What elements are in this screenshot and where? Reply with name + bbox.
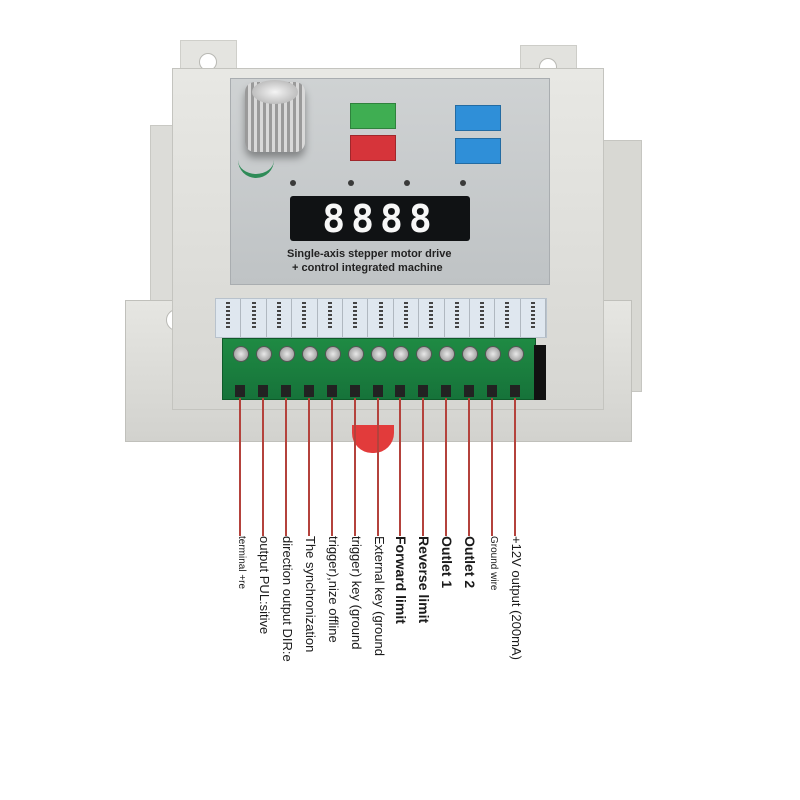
terminal-screw[interactable] bbox=[256, 346, 272, 362]
terminal-label: Ground wire bbox=[488, 536, 499, 591]
terminal-label: Outlet 1 bbox=[439, 536, 455, 589]
terminal-label: output PUL:sitive bbox=[257, 536, 272, 635]
terminal-slot-marking bbox=[251, 302, 256, 330]
terminal-slot-marking bbox=[226, 302, 231, 330]
terminal-screw[interactable] bbox=[348, 346, 364, 362]
terminal-pin bbox=[418, 385, 428, 397]
status-led bbox=[404, 180, 410, 186]
terminal-slot bbox=[241, 299, 267, 337]
terminal-slot bbox=[267, 299, 293, 337]
wire-lead bbox=[468, 398, 470, 536]
terminal-block-end-cap bbox=[534, 345, 546, 400]
wire-lead bbox=[514, 398, 516, 536]
wire-lead bbox=[377, 398, 379, 536]
wire-lead bbox=[239, 398, 241, 536]
red-indicator-tab bbox=[352, 425, 394, 453]
terminal-label: trigger),nize offline bbox=[326, 536, 341, 643]
wire-lead bbox=[491, 398, 493, 536]
terminal-slot bbox=[470, 299, 496, 337]
wire-lead bbox=[399, 398, 401, 536]
terminal-screw[interactable] bbox=[325, 346, 341, 362]
terminal-slot bbox=[445, 299, 470, 337]
seven-segment-display: 8888 bbox=[290, 196, 470, 241]
status-led bbox=[290, 180, 296, 186]
terminal-pin bbox=[510, 385, 520, 397]
wire-lead bbox=[262, 398, 264, 536]
terminal-slot bbox=[521, 299, 547, 337]
wire-lead bbox=[285, 398, 287, 536]
terminal-pin bbox=[487, 385, 497, 397]
terminal-label: Outlet 2 bbox=[462, 536, 478, 589]
wire-lead bbox=[331, 398, 333, 536]
terminal-slot-marking bbox=[353, 302, 358, 330]
terminal-pin bbox=[281, 385, 291, 397]
terminal-label: Reverse limit bbox=[416, 536, 432, 624]
terminal-pin bbox=[350, 385, 360, 397]
terminal-slot-marking bbox=[276, 302, 281, 330]
terminal-slot-marking bbox=[480, 302, 485, 330]
rotation-arrow-icon bbox=[238, 150, 274, 178]
terminal-slot bbox=[343, 299, 369, 337]
terminal-screw[interactable] bbox=[393, 346, 409, 362]
terminal-pin bbox=[258, 385, 268, 397]
wire-lead bbox=[445, 398, 447, 536]
terminal-slot-marking bbox=[429, 302, 434, 330]
terminal-pin bbox=[395, 385, 405, 397]
terminal-slot-marking bbox=[403, 302, 408, 330]
terminal-screw[interactable] bbox=[439, 346, 455, 362]
terminal-pin bbox=[373, 385, 383, 397]
knob-cap bbox=[252, 80, 298, 104]
red-button[interactable] bbox=[350, 135, 396, 161]
terminal-screw[interactable] bbox=[302, 346, 318, 362]
blue-button-dir[interactable] bbox=[455, 105, 501, 131]
terminal-screw[interactable] bbox=[485, 346, 501, 362]
terminal-pin bbox=[235, 385, 245, 397]
terminal-slot-marking bbox=[454, 302, 459, 330]
terminal-slot-marking bbox=[302, 302, 307, 330]
terminal-slot bbox=[419, 299, 445, 337]
wire-lead bbox=[308, 398, 310, 536]
terminal-slot bbox=[292, 299, 318, 337]
terminal-slot bbox=[495, 299, 521, 337]
terminal-slot-marking bbox=[530, 302, 535, 330]
device-caption-line2: + control integrated machine bbox=[292, 262, 443, 274]
wire-lead bbox=[354, 398, 356, 536]
terminal-label: direction output DIR:e bbox=[280, 536, 295, 662]
terminal-screw[interactable] bbox=[462, 346, 478, 362]
terminal-pin bbox=[441, 385, 451, 397]
terminal-screw[interactable] bbox=[416, 346, 432, 362]
terminal-label: +12V output (200mA) bbox=[509, 536, 524, 660]
device-caption-line1: Single-axis stepper motor drive bbox=[287, 248, 452, 260]
terminal-screw[interactable] bbox=[371, 346, 387, 362]
terminal-slot bbox=[394, 299, 420, 337]
terminal-slot bbox=[318, 299, 343, 337]
terminal-label: External key (ground bbox=[372, 536, 387, 656]
green-button[interactable] bbox=[350, 103, 396, 129]
terminal-screw[interactable] bbox=[279, 346, 295, 362]
terminal-screw[interactable] bbox=[508, 346, 524, 362]
terminal-pin bbox=[327, 385, 337, 397]
terminal-slot-marking bbox=[378, 302, 383, 330]
terminal-label: Forward limit bbox=[393, 536, 409, 624]
status-led bbox=[460, 180, 466, 186]
display-value: 8888 bbox=[322, 196, 438, 241]
terminal-pin bbox=[464, 385, 474, 397]
terminal-screw[interactable] bbox=[233, 346, 249, 362]
terminal-label: terminal +re bbox=[236, 536, 247, 590]
terminal-label: The synchronization bbox=[303, 536, 318, 653]
terminal-slot-marking bbox=[327, 302, 332, 330]
terminal-pin bbox=[304, 385, 314, 397]
blue-button-en[interactable] bbox=[455, 138, 501, 164]
terminal-slot-marking bbox=[505, 302, 510, 330]
terminal-label: trigger) key (ground bbox=[349, 536, 364, 650]
status-led bbox=[348, 180, 354, 186]
wire-lead bbox=[422, 398, 424, 536]
terminal-slot bbox=[216, 299, 242, 337]
terminal-label-strip bbox=[215, 298, 547, 338]
terminal-slot bbox=[368, 299, 394, 337]
